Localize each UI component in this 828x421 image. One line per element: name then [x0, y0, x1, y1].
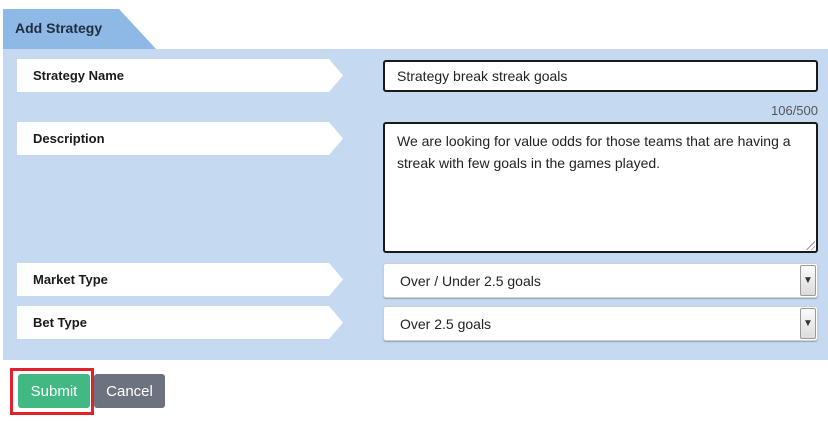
market-type-select[interactable]: Over / Under 2.5 goals ▼: [383, 263, 818, 298]
bet-type-select[interactable]: Over 2.5 goals ▼: [383, 306, 818, 341]
submit-button[interactable]: Submit: [18, 374, 90, 408]
bet-type-label: Bet Type: [17, 306, 343, 339]
strategy-name-label-text: Strategy Name: [33, 68, 125, 83]
strategy-name-label: Strategy Name: [17, 59, 343, 92]
description-label-text: Description: [33, 131, 105, 146]
bet-type-label-text: Bet Type: [33, 315, 87, 330]
market-type-label: Market Type: [17, 263, 343, 296]
submit-highlight-outline: [10, 368, 94, 415]
bet-type-selected-value: Over 2.5 goals: [400, 316, 492, 332]
chevron-down-icon[interactable]: ▼: [800, 265, 816, 296]
market-type-selected-value: Over / Under 2.5 goals: [400, 273, 541, 289]
description-char-counter: 106/500: [771, 103, 818, 118]
add-strategy-tab[interactable]: Add Strategy: [3, 9, 156, 49]
description-label: Description: [17, 122, 343, 155]
market-type-label-text: Market Type: [33, 272, 108, 287]
resize-handle-icon[interactable]: [805, 240, 815, 250]
description-textarea[interactable]: We are looking for value odds for those …: [383, 122, 818, 253]
chevron-down-icon[interactable]: ▼: [800, 308, 816, 339]
tab-title: Add Strategy: [15, 20, 103, 36]
strategy-name-input[interactable]: [383, 60, 818, 92]
cancel-button[interactable]: Cancel: [94, 374, 165, 408]
